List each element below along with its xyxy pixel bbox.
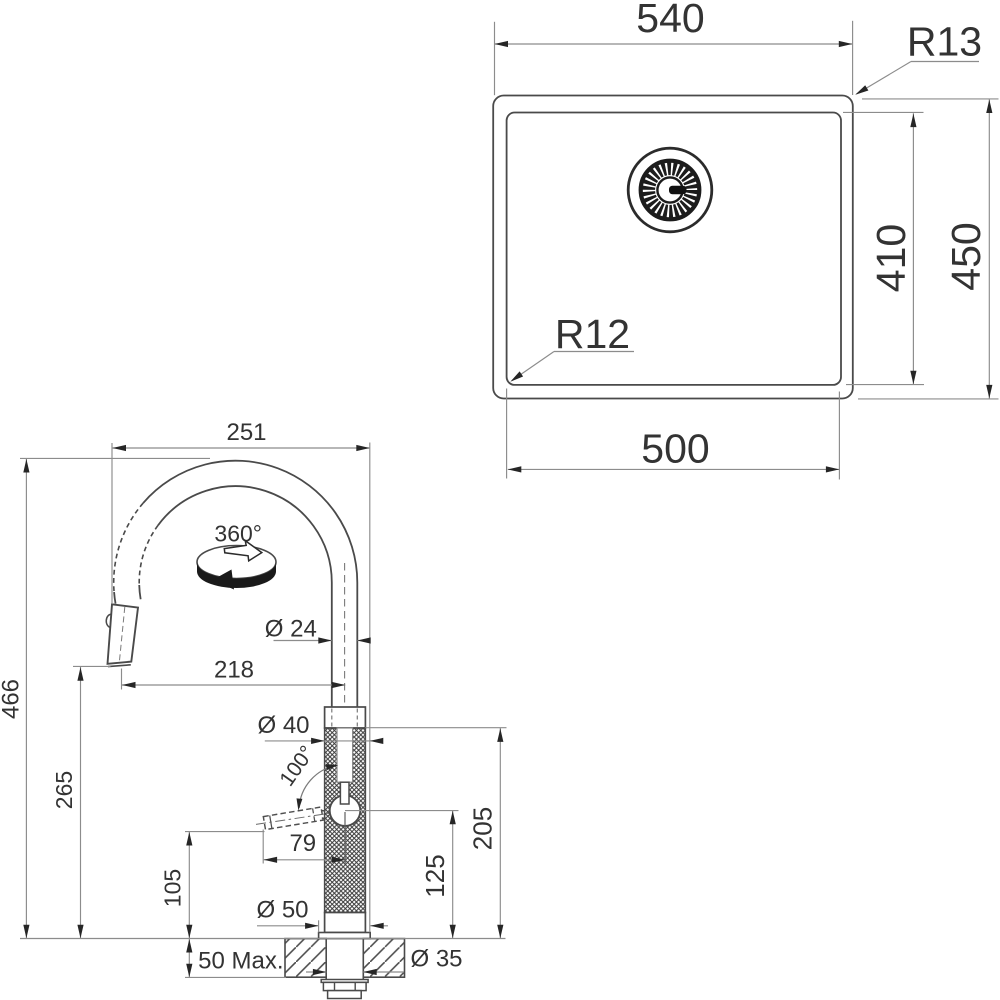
svg-text:R12: R12: [555, 311, 630, 357]
svg-text:466: 466: [0, 679, 24, 719]
svg-text:410: 410: [868, 224, 914, 292]
svg-text:360°: 360°: [214, 521, 262, 547]
svg-text:125: 125: [420, 854, 450, 897]
svg-text:79: 79: [289, 830, 316, 857]
svg-text:Ø 24: Ø 24: [265, 616, 317, 643]
svg-text:50 Max.: 50 Max.: [198, 948, 283, 975]
svg-text:265: 265: [51, 771, 77, 809]
svg-text:105: 105: [160, 869, 186, 907]
svg-text:218: 218: [214, 657, 254, 684]
svg-text:500: 500: [641, 426, 709, 472]
svg-text:540: 540: [636, 0, 704, 41]
svg-text:251: 251: [226, 419, 266, 446]
svg-text:Ø 40: Ø 40: [257, 712, 309, 739]
svg-text:Ø 50: Ø 50: [256, 896, 308, 923]
svg-text:Ø 35: Ø 35: [410, 946, 462, 973]
svg-text:R13: R13: [907, 19, 982, 65]
svg-text:205: 205: [467, 807, 497, 850]
svg-text:450: 450: [943, 222, 989, 290]
